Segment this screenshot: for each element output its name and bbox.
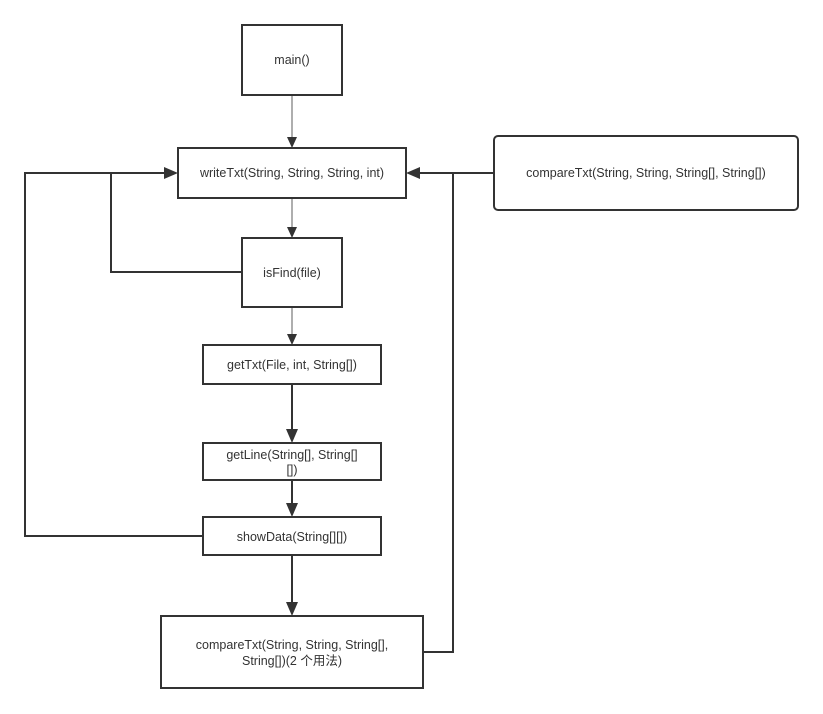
node-label: showData(String[][]) [237, 530, 347, 544]
node-label: compareTxt(String, String, String[], Str… [526, 166, 766, 180]
arrowhead [287, 334, 297, 345]
node-label-line2: String[])(2 个用法) [242, 654, 342, 668]
edge-compareTxtBottom-writeTxt [423, 173, 454, 653]
arrowhead [164, 167, 178, 179]
node-main[interactable]: main() [241, 24, 343, 96]
node-label: isFind(file) [263, 266, 321, 280]
arrowhead [287, 137, 297, 148]
node-label-line1: getLine(String[], String[] [226, 448, 357, 462]
connectors [24, 95, 494, 653]
node-isFind[interactable]: isFind(file) [241, 237, 343, 308]
node-getTxt[interactable]: getTxt(File, int, String[]) [202, 344, 382, 385]
arrowhead [406, 167, 420, 179]
arrowhead [286, 429, 298, 443]
node-showData[interactable]: showData(String[][]) [202, 516, 382, 556]
node-compareTxt-top[interactable]: compareTxt(String, String, String[], Str… [493, 135, 799, 211]
node-label: getTxt(File, int, String[]) [227, 358, 357, 372]
node-label-line2: []) [286, 463, 297, 477]
node-label-line1: compareTxt(String, String, String[], [196, 638, 388, 652]
arrowhead [286, 503, 298, 517]
node-writeTxt[interactable]: writeTxt(String, String, String, int) [177, 147, 407, 199]
node-label: main() [274, 53, 309, 67]
edge-showData-writeTxt [24, 172, 203, 537]
node-label: writeTxt(String, String, String, int) [199, 166, 384, 180]
node-getLine[interactable]: getLine(String[], String[] []) [202, 442, 382, 481]
arrowhead [286, 602, 298, 616]
node-compareTxt-bottom[interactable]: compareTxt(String, String, String[], Str… [160, 615, 424, 689]
arrowhead [287, 227, 297, 238]
